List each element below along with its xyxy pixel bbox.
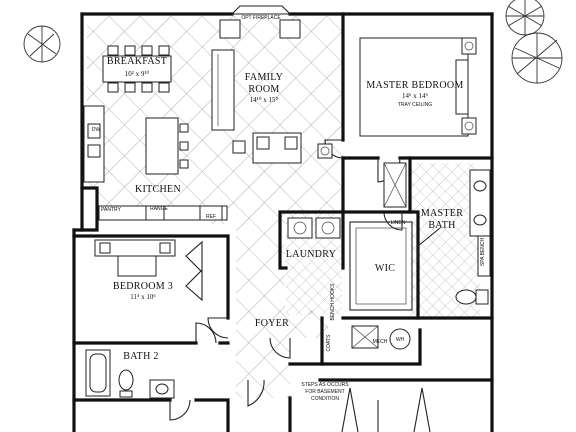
dw-label: DW: [92, 127, 101, 133]
spa-bench-label: SPA BENCH: [480, 237, 486, 266]
foyer-label: FOYER: [255, 318, 289, 329]
bench-hooks-label: BENCH HOOKS: [330, 283, 336, 321]
small-labels: DW PANTRY RANGE REF LINEN SPA BENCH BENC…: [92, 127, 486, 402]
master-bedroom-note: TRAY CEILING: [398, 102, 432, 108]
master-bath-label-1: MASTER: [421, 208, 463, 219]
garage-slopes: [341, 387, 431, 432]
breakfast-label: BREAKFAST: [107, 56, 167, 67]
kitchen-island: [145, 117, 189, 175]
laundry-label: LAUNDRY: [286, 249, 336, 260]
linen-label: LINEN: [391, 220, 406, 226]
family-room-label-1: FAMILY: [245, 72, 283, 83]
steps-note-3: CONDITION: [311, 396, 339, 402]
family-sofa: [211, 49, 235, 131]
breakfast-table: [102, 45, 172, 93]
tree-top-right: [505, 0, 545, 36]
pantry-label: PANTRY: [101, 207, 121, 213]
master-bed: [359, 37, 477, 137]
master-bedroom-dims: 14⁶ x 14⁶: [402, 92, 428, 100]
room-labels: BREAKFAST 10² x 9¹⁰ FAMILY ROOM 14¹⁰ x 1…: [107, 56, 463, 362]
steps-note-1: STEPS AS OCCURS: [301, 382, 349, 388]
ref-label: REF: [206, 214, 216, 220]
bath2-fixtures: [85, 349, 175, 399]
wic-shelves: [349, 221, 413, 311]
fireplace-label: OPT FIREPLACE: [241, 15, 281, 21]
kitchen-label: KITCHEN: [135, 184, 181, 195]
tree-top-left: [23, 25, 61, 63]
bedroom3-furniture: [94, 239, 176, 277]
laundry-fixtures: [287, 217, 341, 239]
family-room-dims: 14¹⁰ x 15⁰: [250, 96, 279, 104]
family-armchair: [252, 132, 302, 164]
bedroom3-dims: 11⁴ x 10⁶: [130, 293, 156, 301]
fireplace: OPT FIREPLACE: [219, 5, 301, 39]
range-label: RANGE: [150, 206, 168, 212]
bedroom3-label: BEDROOM 3: [113, 281, 173, 292]
family-tables: [232, 140, 333, 159]
kitchen-counter: [83, 105, 228, 221]
wic-label: WIC: [375, 263, 395, 274]
mech-label: MECH: [373, 339, 388, 345]
bath2-label: BATH 2: [123, 351, 158, 362]
coats-label: COATS: [326, 334, 332, 352]
master-bath-label-2: BATH: [428, 220, 455, 231]
master-bath-fixtures: [383, 162, 491, 305]
mech-equipment: [351, 325, 411, 350]
family-room-label-2: ROOM: [248, 84, 279, 95]
breakfast-dims: 10² x 9¹⁰: [125, 70, 150, 78]
walls: [72, 12, 494, 432]
doors: [169, 139, 403, 421]
tree-right: [511, 32, 563, 84]
steps-note-2: FOR BASEMENT: [305, 389, 344, 395]
wh-label: WH: [396, 337, 405, 343]
master-bedroom-label: MASTER BEDROOM: [366, 80, 463, 91]
